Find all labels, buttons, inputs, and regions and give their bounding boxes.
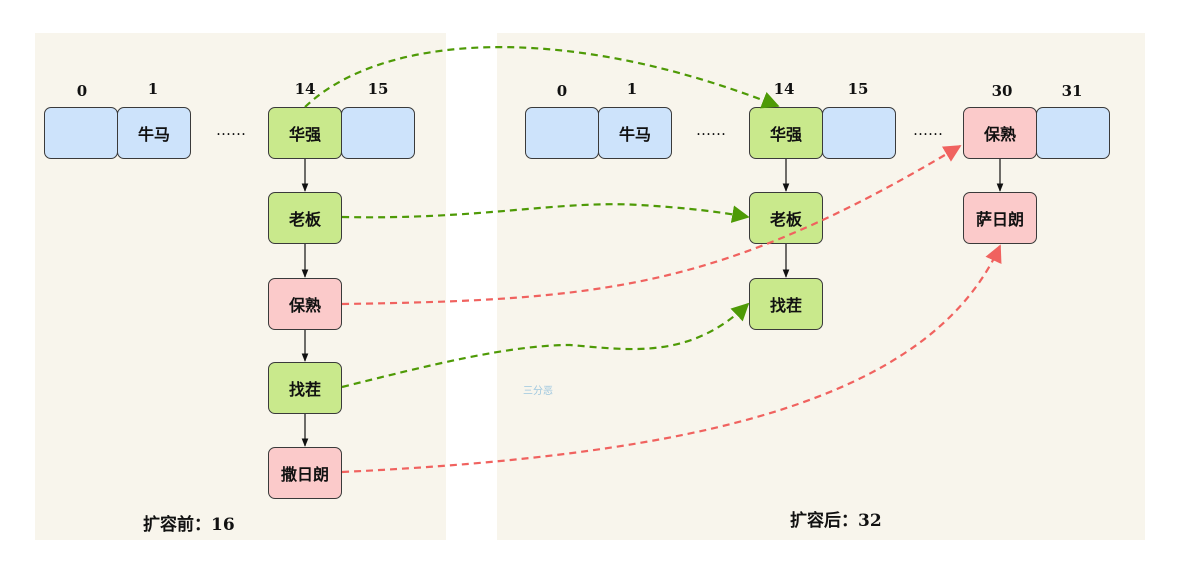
index-label: 31 bbox=[1061, 82, 1083, 100]
chain-node: 老板 bbox=[749, 192, 823, 244]
bucket-15 bbox=[822, 107, 896, 159]
bucket-0 bbox=[525, 107, 599, 159]
bucket-15 bbox=[341, 107, 415, 159]
move-arrow-huaqiang bbox=[304, 46, 780, 109]
index-label: 30 bbox=[991, 82, 1013, 100]
index-label: 15 bbox=[367, 80, 389, 98]
move-arrow-sarilang bbox=[341, 244, 1002, 474]
chain-node: 萨日朗 bbox=[963, 192, 1037, 244]
chain-node: 保熟 bbox=[268, 278, 342, 330]
move-arrow-baoshu bbox=[341, 145, 962, 306]
chain-node: 找茬 bbox=[268, 362, 342, 414]
bucket-14: 华强 bbox=[268, 107, 342, 159]
index-label: 14 bbox=[294, 80, 316, 98]
move-arrow-laoban bbox=[341, 203, 750, 223]
index-label: 0 bbox=[556, 82, 568, 100]
bucket-31 bbox=[1036, 107, 1110, 159]
bucket-1: 牛马 bbox=[598, 107, 672, 159]
ellipsis: …… bbox=[696, 121, 726, 139]
chain-node: 撒日朗 bbox=[268, 447, 342, 499]
index-label: 1 bbox=[147, 80, 159, 98]
bucket-14: 华强 bbox=[749, 107, 823, 159]
index-label: 15 bbox=[847, 80, 869, 98]
ellipsis: …… bbox=[216, 121, 246, 139]
chain-node: 找茬 bbox=[749, 278, 823, 330]
index-label: 0 bbox=[76, 82, 88, 100]
move-arrow-zhaocha bbox=[341, 302, 750, 389]
before-caption: 扩容前：16 bbox=[143, 515, 235, 535]
after-caption: 扩容后：32 bbox=[790, 511, 882, 531]
watermark: 三分恶 bbox=[523, 386, 553, 397]
ellipsis: …… bbox=[913, 121, 943, 139]
index-label: 1 bbox=[626, 80, 638, 98]
chain-node: 老板 bbox=[268, 192, 342, 244]
bucket-30: 保熟 bbox=[963, 107, 1037, 159]
bucket-1: 牛马 bbox=[117, 107, 191, 159]
